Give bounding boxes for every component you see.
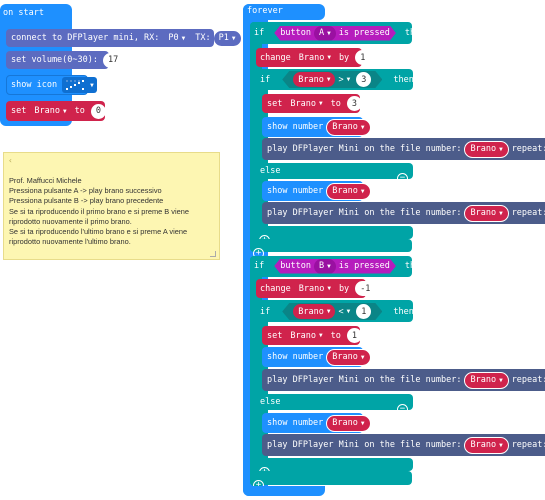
if-gt-row: if Brano▼ >▼ 3 then	[260, 71, 414, 88]
cond-value-b-input[interactable]: 1	[356, 304, 371, 319]
show-number-b2-row: show number Brano▼	[267, 414, 374, 432]
compare-gt[interactable]: Brano▼ >▼ 3	[282, 71, 382, 88]
play-dfplayer-a1-row: play DFPlayer Mini on the file number: B…	[267, 140, 545, 158]
change-by-b-input[interactable]: -1	[355, 281, 376, 296]
forever-footer	[243, 486, 325, 496]
tx-dropdown[interactable]: P1▼	[213, 30, 241, 46]
change-var-b-dropdown[interactable]: Brano▼	[293, 281, 336, 296]
show-number-b1-row: show number Brano▼	[267, 348, 374, 366]
change-brano-b-row: change Brano▼ by -1	[260, 280, 378, 297]
play-dfplayer-b2-row: play DFPlayer Mini on the file number: B…	[267, 436, 545, 454]
else-a-bar	[256, 163, 413, 179]
connect-dfplayer-block[interactable]	[6, 29, 214, 47]
show-number-a1-var[interactable]: Brano▼	[326, 118, 371, 136]
if-gt-footer	[256, 226, 413, 239]
play-b1-var[interactable]: Brano▼	[464, 371, 509, 389]
show-number-a2-row: show number Brano▼	[267, 182, 374, 200]
else-b-bar	[256, 394, 413, 410]
change-var-a-dropdown[interactable]: Brano▼	[293, 50, 336, 65]
set-var-b-dropdown[interactable]: Brano▼	[285, 328, 328, 343]
play-a2-var[interactable]: Brano▼	[464, 204, 509, 222]
compare-lt[interactable]: Brano▼ <▼ 1	[282, 303, 382, 320]
button-a-dropdown[interactable]: A▼	[314, 26, 336, 41]
comment-note[interactable]: ‹ Prof. Maffucci Michele Pressiona pulsa…	[3, 152, 220, 260]
show-number-a2-var[interactable]: Brano▼	[326, 182, 371, 200]
set-brano-b-row: set Brano▼ to 1	[267, 327, 365, 344]
play-dfplayer-b1-row: play DFPlayer Mini on the file number: B…	[267, 371, 545, 389]
change-brano-a-row: change Brano▼ by 1	[260, 49, 373, 66]
button-b-pressed[interactable]: button B▼ is pressed	[274, 259, 396, 274]
cond-value-a-input[interactable]: 3	[356, 72, 371, 87]
cond-var-b-dropdown[interactable]: Brano▼	[293, 304, 335, 319]
var-dropdown-brano[interactable]: Brano▼	[29, 103, 72, 119]
volume-input[interactable]: 17	[103, 52, 124, 68]
if-b-row: if button B▼ is pressed then	[254, 258, 425, 274]
led-pattern-icon	[66, 80, 85, 90]
set-value-a-input[interactable]: 3	[346, 96, 362, 111]
forever-header-bar	[243, 4, 325, 20]
comment-collapse-icon[interactable]: ‹	[8, 156, 13, 165]
forever-header: forever	[247, 6, 283, 16]
set-volume-block[interactable]	[6, 51, 109, 69]
set-volume-row: set volume(0~30): 17	[11, 52, 126, 68]
play-b2-var[interactable]: Brano▼	[464, 436, 509, 454]
button-a-pressed[interactable]: button A▼ is pressed	[274, 26, 396, 41]
set-brano-a-row: set Brano▼ to 3	[267, 95, 365, 112]
if-lt-footer	[256, 458, 413, 471]
remove-else-a-icon[interactable]: −	[397, 165, 408, 184]
else-b-row: else	[260, 397, 281, 407]
set-value-input[interactable]: 0	[90, 103, 106, 119]
set-brano-row: set Brano▼ to 0	[11, 103, 109, 119]
show-number-a1-row: show number Brano▼	[267, 118, 374, 136]
show-icon-row: show icon ▼	[11, 77, 97, 93]
button-b-dropdown[interactable]: B▼	[314, 259, 336, 274]
set-value-b-input[interactable]: 1	[346, 328, 362, 343]
comment-text: Prof. Maffucci Michele Pressiona pulsant…	[9, 176, 189, 247]
cond-var-a-dropdown[interactable]: Brano▼	[293, 72, 335, 87]
if-lt-row: if Brano▼ <▼ 1 then	[260, 303, 414, 320]
play-a1-var[interactable]: Brano▼	[464, 140, 509, 158]
if-b-footer	[250, 471, 412, 485]
on-start-header: on start	[3, 8, 44, 18]
led-icon-picker[interactable]: ▼	[62, 77, 97, 93]
else-a-row: else	[260, 166, 281, 176]
if-a-footer	[250, 239, 412, 252]
show-number-b2-var[interactable]: Brano▼	[326, 414, 371, 432]
change-by-a-input[interactable]: 1	[355, 50, 371, 65]
connect-row: connect to DFPlayer mini, RX: P0▼ TX: P1…	[11, 30, 244, 46]
show-number-b1-var[interactable]: Brano▼	[326, 348, 371, 366]
rx-dropdown[interactable]: P0▼	[163, 30, 191, 46]
remove-else-b-icon[interactable]: −	[397, 396, 408, 415]
set-var-a-dropdown[interactable]: Brano▼	[285, 96, 328, 111]
play-dfplayer-a2-row: play DFPlayer Mini on the file number: B…	[267, 204, 545, 222]
resize-handle-icon[interactable]	[210, 251, 216, 257]
if-a-row: if button A▼ is pressed then	[254, 25, 425, 41]
